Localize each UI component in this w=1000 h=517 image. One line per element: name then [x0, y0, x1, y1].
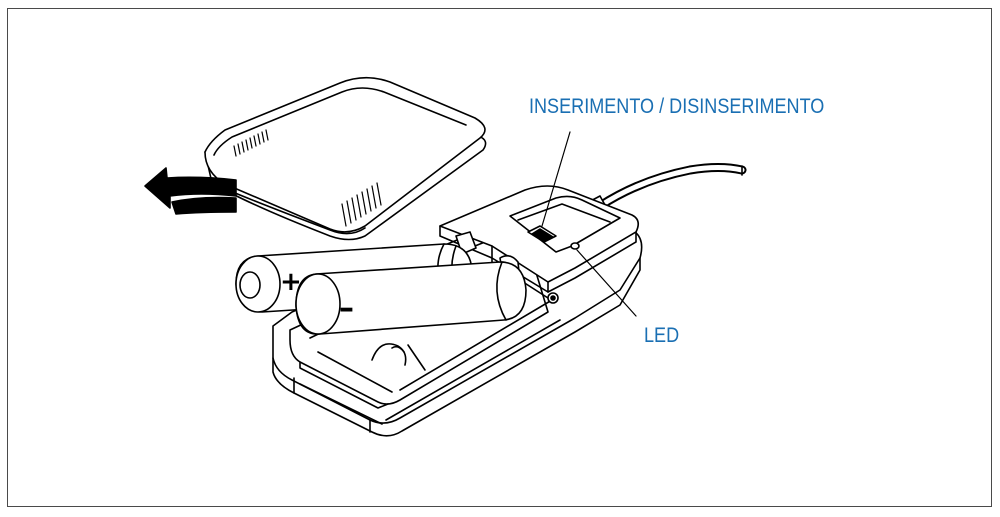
- battery-plus-sign: +: [280, 267, 302, 297]
- battery-minus: [295, 261, 527, 335]
- led-indicator: [570, 242, 580, 250]
- battery-minus-sign: –: [339, 291, 354, 326]
- power-switch: [527, 225, 557, 243]
- switch-label: INSERIMENTO / DISINSERIMENTO: [529, 95, 825, 118]
- switch-leader-line: [541, 131, 571, 227]
- led-label: LED: [644, 324, 680, 347]
- battery-cover: [204, 76, 487, 241]
- led-leader-line: [576, 249, 637, 317]
- removal-arrow-icon: [144, 167, 237, 215]
